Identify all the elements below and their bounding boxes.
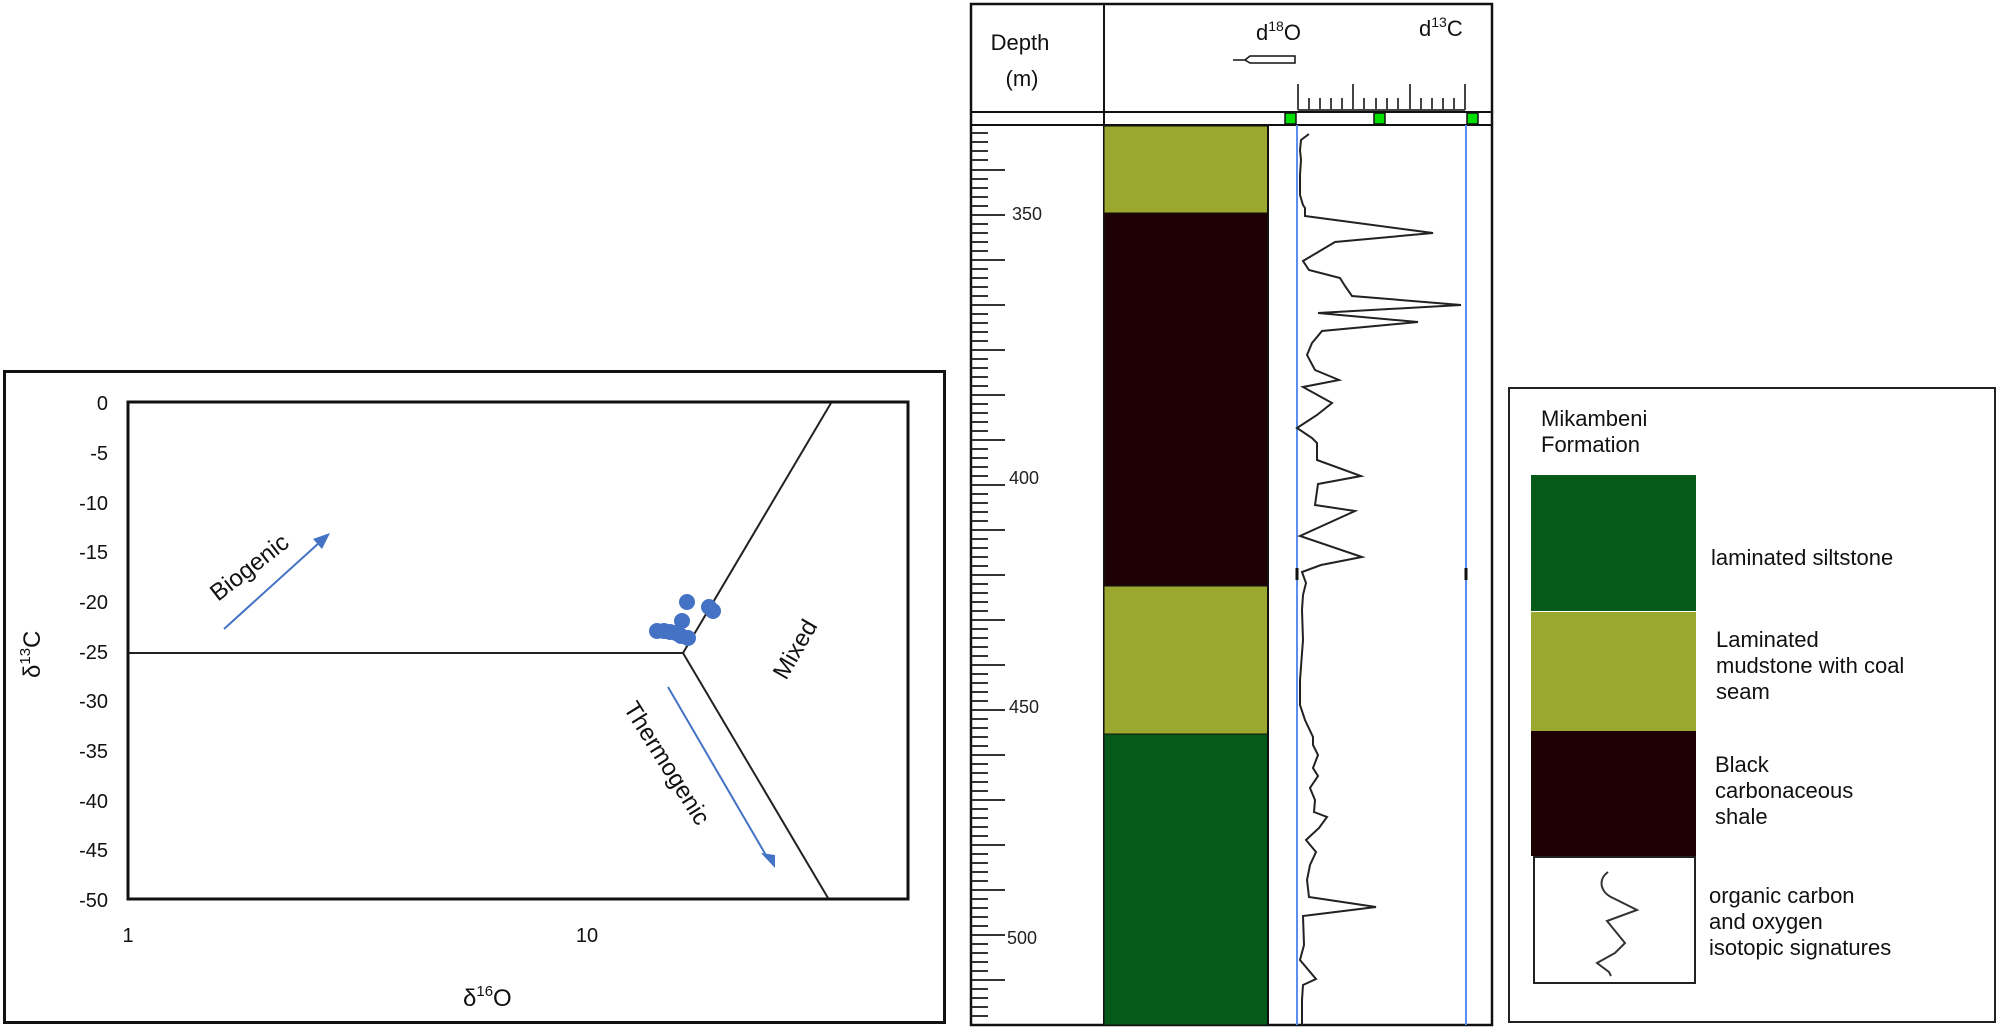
biogenic-label: Biogenic — [205, 529, 294, 607]
svg-text:500: 500 — [1007, 928, 1037, 948]
svg-text:0: 0 — [97, 393, 108, 415]
legend-title: Mikambeni Formation — [1541, 406, 1648, 457]
depth-unit-header: (m) — [1006, 66, 1039, 91]
isotope-curve — [1295, 133, 1462, 1025]
svg-text:450: 450 — [1009, 697, 1039, 717]
legend-panel — [1508, 387, 1996, 1023]
legend-label-siltstone: laminated siltstone — [1711, 545, 1894, 570]
d18o-header: d18O — [1256, 18, 1301, 45]
legend-label-isotope: organic carbon and oxygen isotopic signa… — [1709, 883, 1892, 960]
legend-swatch-mudstone — [1531, 612, 1696, 731]
track-markers — [1284, 112, 1479, 125]
scatter-chart: Biogenic Thermogenic Mixed 0 -5 -10 -15 … — [17, 393, 910, 1012]
data-points — [649, 594, 721, 646]
lithology-column — [1103, 125, 1269, 1026]
svg-text:350: 350 — [1012, 204, 1042, 224]
mixed-label: Mixed — [768, 615, 823, 684]
squiggle-line-icon — [1595, 871, 1640, 977]
y-axis-title: δ13C — [17, 631, 46, 678]
region-boundaries — [129, 402, 832, 899]
svg-text:-45: -45 — [79, 840, 108, 862]
svg-text:-5: -5 — [90, 443, 108, 465]
plot-area — [126, 400, 910, 901]
svg-text:-20: -20 — [79, 592, 108, 614]
stratigraphic-column: Depth (m) d18O d13C — [969, 2, 1494, 1027]
svg-text:-50: -50 — [79, 890, 108, 912]
svg-text:-15: -15 — [79, 542, 108, 564]
thermogenic-label: Thermogenic — [618, 697, 715, 830]
legend-swatch-siltstone — [1531, 475, 1696, 611]
svg-text:-35: -35 — [79, 741, 108, 763]
litho-mudstone-mid — [1103, 585, 1269, 735]
svg-text:10: 10 — [576, 925, 598, 947]
thermogenic-arrow-icon — [667, 686, 775, 868]
depth-header: Depth — [991, 30, 1050, 55]
svg-text:-10: -10 — [79, 493, 108, 515]
litho-mudstone-top — [1103, 125, 1269, 214]
x-axis-ticks: 1 10 — [122, 925, 598, 947]
y-axis-ticks: 0 -5 -10 -15 -20 -25 -30 -35 -40 -45 -50 — [79, 393, 108, 912]
left-arrow-icon — [1233, 55, 1296, 64]
legend-label-mudstone: Laminated mudstone with coal seam — [1716, 627, 1905, 704]
svg-text:1: 1 — [122, 925, 133, 947]
biogenic-arrow-icon — [223, 533, 330, 630]
legend-swatch-isotope — [1533, 856, 1696, 984]
svg-text:-25: -25 — [79, 642, 108, 664]
x-axis-title: δ16O — [463, 983, 512, 1012]
depth-labels: 350 400 450 500 — [1007, 204, 1042, 948]
litho-siltstone — [1103, 733, 1269, 1026]
svg-text:-40: -40 — [79, 791, 108, 813]
d13c-header: d13C — [1419, 14, 1463, 41]
svg-text:-30: -30 — [79, 691, 108, 713]
litho-black-shale — [1103, 212, 1269, 587]
svg-text:400: 400 — [1009, 468, 1039, 488]
legend-swatch-black-shale — [1531, 731, 1696, 856]
scale-ruler — [1297, 84, 1466, 111]
legend-label-black-shale: Black carbonaceous shale — [1715, 752, 1854, 829]
depth-ticks — [972, 132, 1005, 1017]
scatter-chart-panel — [3, 370, 946, 1024]
